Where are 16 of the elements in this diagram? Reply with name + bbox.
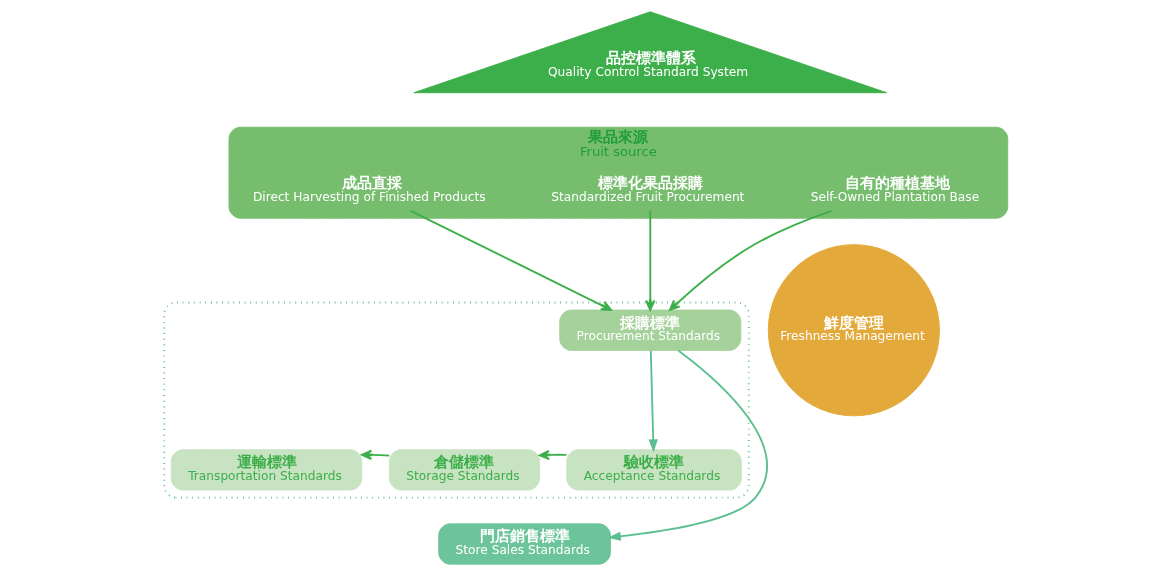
- node-box: 運輸標準 Transportation Standards: [170, 449, 363, 491]
- node-box: 採購標準 Procurement Standards: [559, 309, 742, 351]
- node-circle: 鮮度管理 Freshness Management: [767, 244, 940, 417]
- node-box: 倉儲標準 Storage Standards: [388, 449, 541, 491]
- arrow: [669, 209, 833, 311]
- arrow: [607, 349, 768, 541]
- arrow: [538, 449, 568, 461]
- node-box: 驗收標準 Acceptance Standards: [566, 449, 742, 491]
- node-text: 成品直採 Direct Harvesting of Finished Products: [252, 174, 486, 204]
- node-text: 標準化果品採購 Standardized Fruit Procurement: [551, 174, 745, 204]
- node-text: 自有的種植基地 Self-Owned Plantation Base: [810, 174, 980, 204]
- node-box: 門店銷售標準 Store Sales Standards: [438, 523, 611, 565]
- arrow: [409, 209, 612, 311]
- arrow: [645, 210, 656, 311]
- arrow: [361, 449, 391, 460]
- arrow: [648, 349, 658, 453]
